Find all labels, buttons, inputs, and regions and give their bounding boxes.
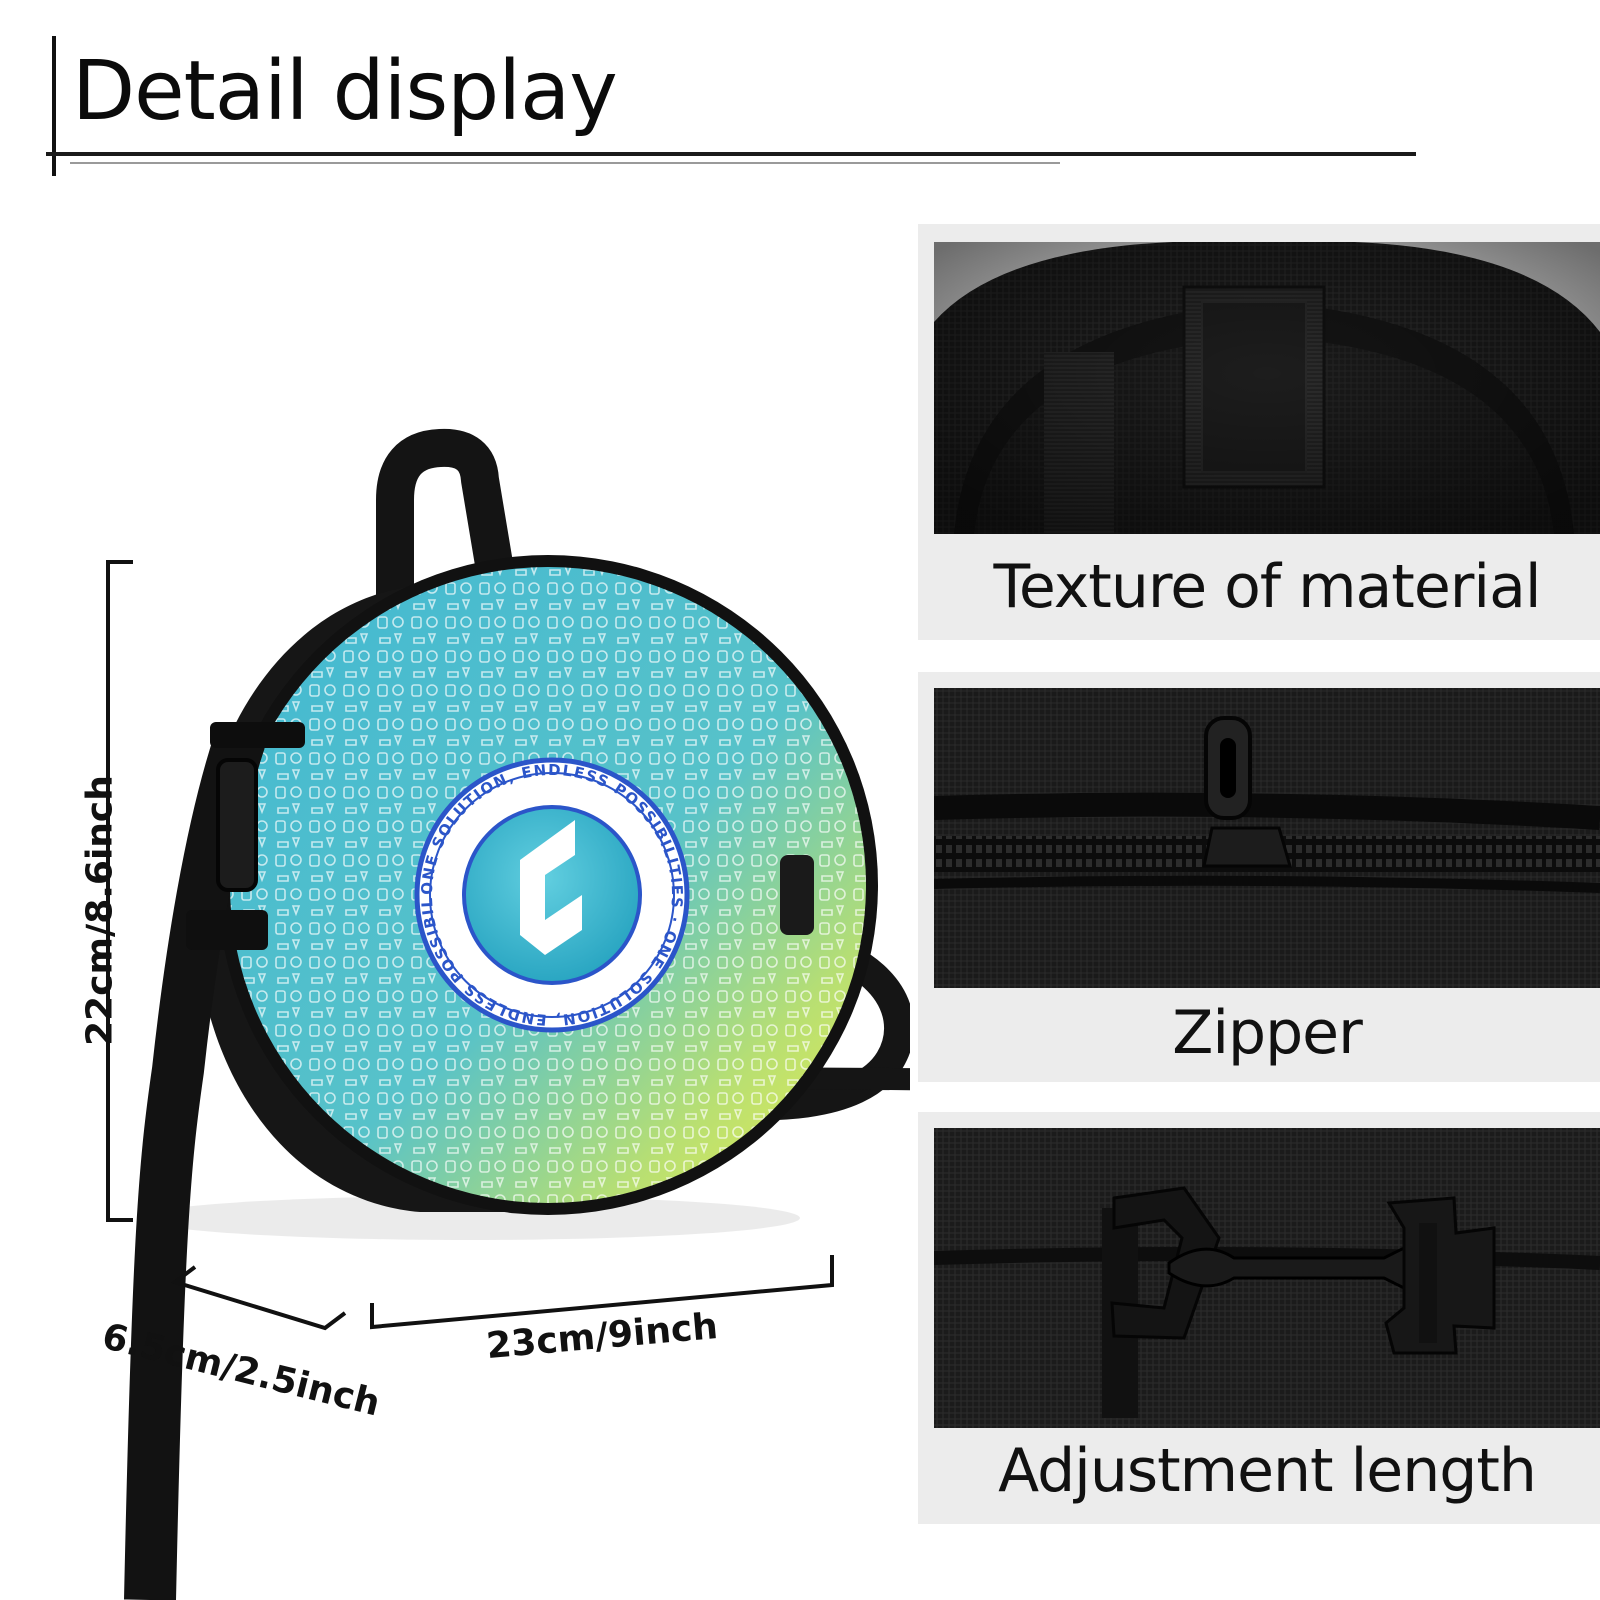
title-underline-secondary — [70, 162, 1060, 164]
swivel-hook-right — [780, 855, 814, 935]
height-dimension-label: 22cm/8.6inch — [79, 775, 121, 1046]
width-dimension-line — [370, 1255, 834, 1330]
detail-panel-zipper: Zipper — [918, 672, 1600, 1082]
badge-coin — [462, 805, 642, 985]
detail-panel-texture: Texture of material — [918, 224, 1600, 640]
product-illustration: ONE SOLUTION, ENDLESS POSSIBILITIES · ON… — [0, 0, 910, 1600]
depth-dimension-line — [170, 1265, 347, 1331]
title-accent-bar — [52, 36, 56, 176]
zipper-photo — [934, 688, 1600, 988]
swivel-hook — [216, 758, 258, 892]
texture-photo — [934, 242, 1600, 534]
clasp-top — [210, 722, 305, 748]
top-handle — [376, 428, 519, 604]
shoulder-strap — [124, 731, 265, 1600]
title-underline — [46, 152, 1416, 156]
strap-buckle — [186, 910, 268, 950]
height-dimension-line — [106, 560, 133, 1222]
page-title: Detail display — [72, 44, 618, 139]
detail-caption-zipper: Zipper — [1172, 998, 1363, 1068]
detail-caption-texture: Texture of material — [993, 552, 1541, 622]
detail-panel-adjustment: Adjustment length — [918, 1112, 1600, 1524]
adjustment-photo — [934, 1128, 1600, 1428]
detail-caption-adjustment: Adjustment length — [998, 1436, 1537, 1506]
badge-logo-mark — [520, 820, 582, 955]
